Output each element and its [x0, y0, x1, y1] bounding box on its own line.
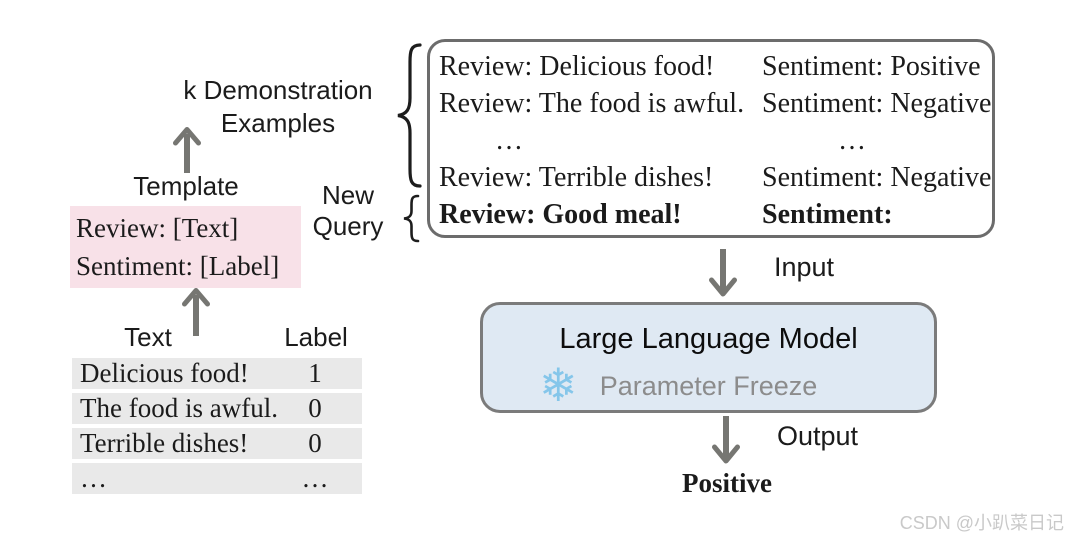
demo-example-row: Review: The food is awful. Sentiment: Ne…	[439, 85, 992, 122]
k-demonstration-label: k Demonstration Examples	[153, 74, 403, 140]
result-label: Positive	[682, 468, 772, 498]
watermark: CSDN @小趴菜日记	[899, 513, 1064, 533]
arrow-down-input-icon	[709, 249, 737, 297]
curly-brace-query-icon	[403, 194, 420, 243]
table-cell-text: Terrible dishes!	[80, 428, 249, 458]
table-header-label: Label	[284, 322, 348, 352]
arrow-down-output-icon	[712, 416, 740, 464]
table-header-text: Text	[124, 322, 172, 352]
demo-review-ellipsis: …	[495, 125, 523, 156]
template-sentiment-line: Sentiment: [Label]	[76, 251, 280, 281]
k-demonstration-line2: Examples	[220, 108, 336, 138]
demo-example-row: Review: Delicious food! Sentiment: Posit…	[439, 48, 992, 85]
demo-review: Review: Terrible dishes!	[439, 162, 714, 193]
curly-brace-demos-icon	[397, 43, 422, 188]
demo-ellipsis-row: … …	[439, 122, 992, 159]
template-box: Review: [Text] Sentiment: [Label]	[70, 206, 301, 288]
table-cell-label: 0	[308, 428, 322, 458]
snowflake-icon: ❄	[539, 358, 578, 412]
template-label: Template	[133, 171, 239, 201]
table-cell-label: 1	[308, 358, 322, 388]
demo-sentiment: Sentiment: Positive	[762, 51, 981, 82]
prompt-box: Review: Delicious food! Sentiment: Posit…	[427, 39, 995, 238]
arrow-up-template-to-demos-icon	[173, 127, 201, 173]
new-query-label: New Query	[296, 180, 400, 242]
query-review: Review: Good meal!	[439, 199, 682, 230]
demo-review: Review: The food is awful.	[439, 88, 745, 119]
template-review-line: Review: [Text]	[76, 213, 239, 243]
table-cell-label: …	[301, 463, 329, 493]
demo-sentiment: Sentiment: Negative	[762, 162, 992, 193]
parameter-freeze-label: Parameter Freeze	[599, 371, 818, 401]
arrow-up-table-to-template-icon	[182, 288, 210, 336]
table-row: The food is awful. 0	[72, 393, 362, 424]
demo-review: Review: Delicious food!	[439, 51, 715, 82]
table-cell-text: …	[80, 463, 107, 493]
llm-box: Large Language Model ❄ Parameter Freeze	[480, 302, 937, 413]
table-cell-text: The food is awful.	[80, 393, 278, 423]
table-row: … …	[72, 463, 362, 494]
new-query-row: Review: Good meal! Sentiment:	[439, 196, 992, 233]
new-query-line2: Query	[312, 211, 384, 241]
new-query-line1: New	[321, 180, 374, 210]
demo-sentiment: Sentiment: Negative	[762, 88, 992, 119]
dataset-table: Delicious food! 1 The food is awful. 0 T…	[72, 358, 362, 498]
demo-sentiment-ellipsis: …	[838, 125, 866, 156]
demo-example-row: Review: Terrible dishes! Sentiment: Nega…	[439, 159, 992, 196]
input-label: Input	[774, 252, 835, 282]
table-row: Delicious food! 1	[72, 358, 362, 389]
table-cell-label: 0	[308, 393, 322, 423]
output-label: Output	[777, 421, 859, 451]
table-row: Terrible dishes! 0	[72, 428, 362, 459]
k-demonstration-line1: k Demonstration	[183, 75, 373, 105]
query-sentiment: Sentiment:	[762, 199, 893, 230]
llm-title: Large Language Model	[559, 323, 858, 355]
table-cell-text: Delicious food!	[80, 358, 249, 388]
